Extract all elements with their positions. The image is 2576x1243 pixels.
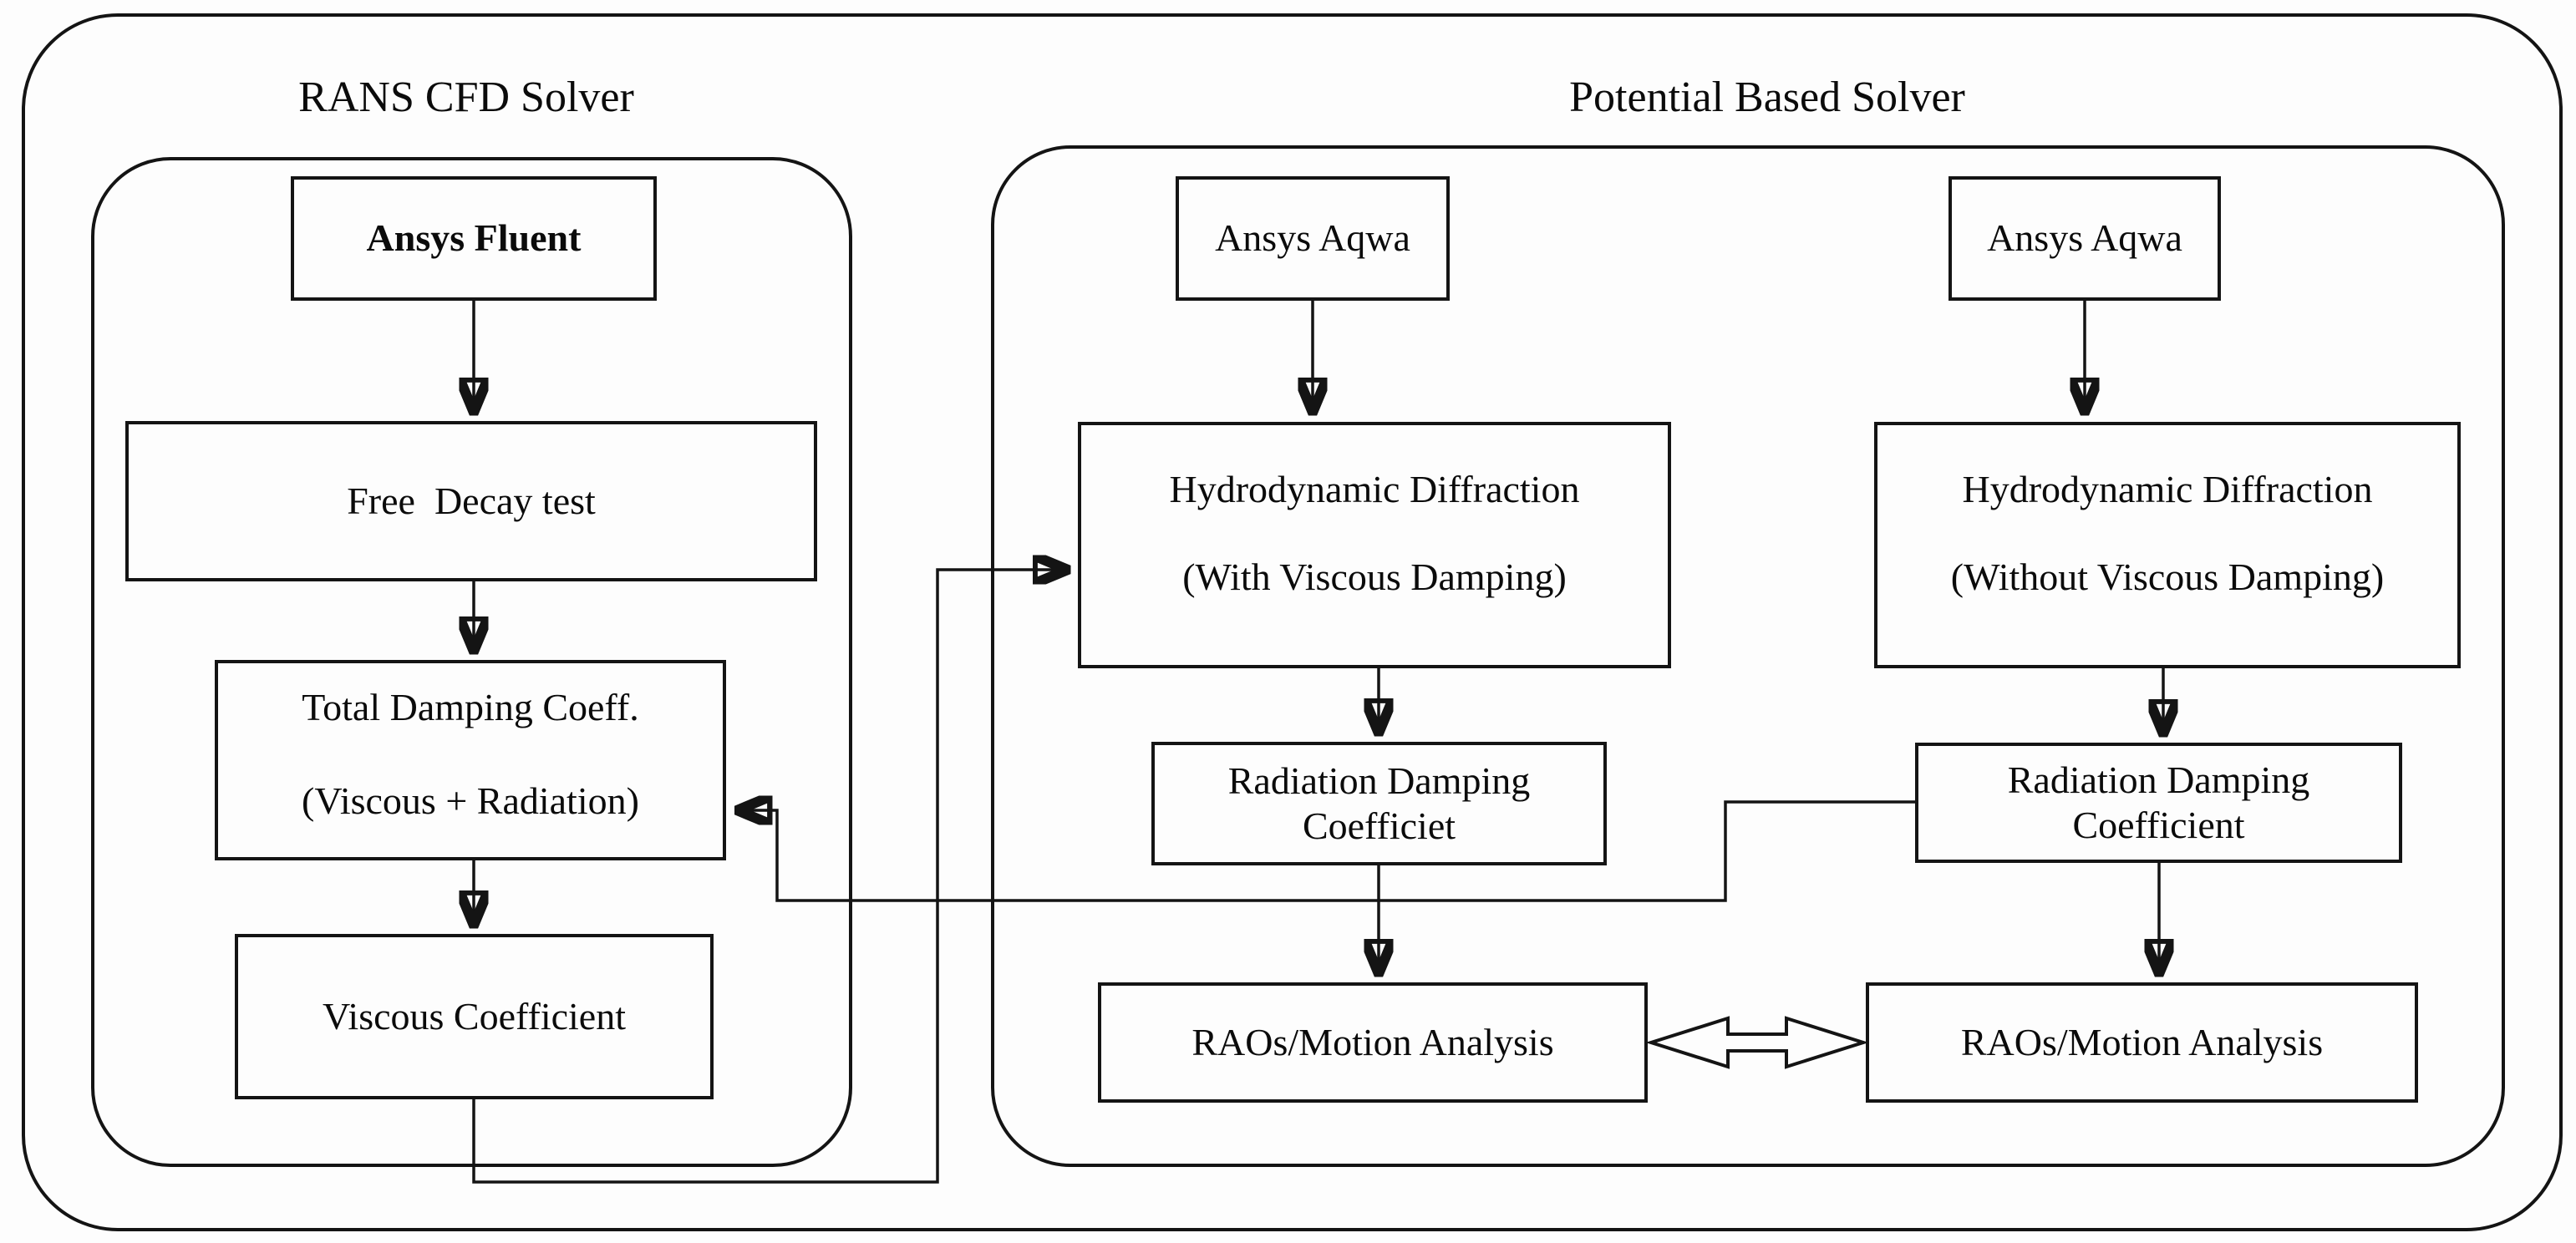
node-label: Ansys Aqwa [1987,216,2182,260]
node-label-line1: Total Damping Coeff. [302,686,639,728]
node-label-line2: Coefficient [2072,804,2245,846]
potential-solver-label: Potential Based Solver [1569,73,1965,121]
node-label: RAOs/Motion Analysis [1191,1020,1554,1063]
node-label-line2: Coefficiet [1302,804,1456,847]
node-label-line1: Hydrodynamic Diffraction [1169,468,1580,510]
node-viscous-coefficient: Viscous Coefficient [235,934,714,1099]
node-radiation-damping-with: Radiation Damping Coefficiet [1151,742,1607,865]
node-label: Free Decay test [347,479,596,522]
node-raos-motion-analysis-without: RAOs/Motion Analysis [1866,982,2418,1103]
node-label-line1: Hydrodynamic Diffraction [1962,468,2373,510]
node-label: RAOs/Motion Analysis [1960,1020,2324,1063]
node-raos-motion-analysis-with: RAOs/Motion Analysis [1098,982,1648,1103]
node-hydrodynamic-diffraction-without: Hydrodynamic Diffraction (Without Viscou… [1874,422,2461,668]
node-label-line1: Radiation Damping [2007,758,2310,801]
node-free-decay-test: Free Decay test [125,421,817,581]
node-label: Viscous Coefficient [322,994,627,1038]
node-label-line2: (With Viscous Damping) [1182,555,1567,598]
node-label-line2: (Without Viscous Damping) [1950,555,2385,598]
node-radiation-damping-without: Radiation Damping Coefficient [1915,743,2402,863]
node-label: Ansys Aqwa [1215,216,1410,260]
rans-solver-label: RANS CFD Solver [298,73,634,121]
node-label-line2: (Viscous + Radiation) [302,779,639,822]
outer-border [22,13,2563,1231]
node-ansys-aqwa-with-damping: Ansys Aqwa [1176,176,1450,301]
node-label: Ansys Fluent [366,216,582,260]
node-ansys-aqwa-without-damping: Ansys Aqwa [1949,176,2221,301]
node-total-damping-coeff: Total Damping Coeff. (Viscous + Radiatio… [215,660,726,860]
node-label-line1: Radiation Damping [1227,758,1531,802]
node-hydrodynamic-diffraction-with: Hydrodynamic Diffraction (With Viscous D… [1078,422,1671,668]
node-ansys-fluent: Ansys Fluent [291,176,657,301]
